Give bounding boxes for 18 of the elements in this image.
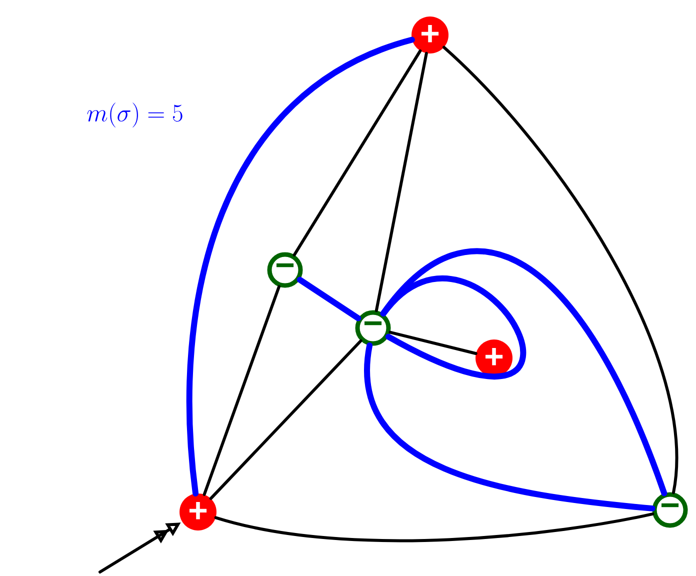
- plus-node: +: [412, 16, 448, 54]
- edge-line: [214, 512, 654, 542]
- edge-line: [186, 36, 415, 496]
- formula-label: $m(\sigma) = 5$: [87, 102, 182, 128]
- edge-line: [388, 330, 478, 355]
- edge-line: [380, 248, 668, 496]
- plus-node: +: [476, 340, 512, 376]
- edge-line: [202, 285, 280, 496]
- edge-line: [442, 46, 678, 494]
- edge-line: [374, 52, 428, 312]
- edge-line: [292, 49, 422, 256]
- edge-line: [296, 276, 362, 322]
- edge-line: [209, 339, 362, 500]
- plus-node: +: [180, 494, 216, 530]
- minus-node: −: [267, 252, 303, 288]
- minus-node: −: [652, 492, 688, 528]
- minus-node: −: [355, 310, 391, 346]
- edge-line: [364, 342, 656, 512]
